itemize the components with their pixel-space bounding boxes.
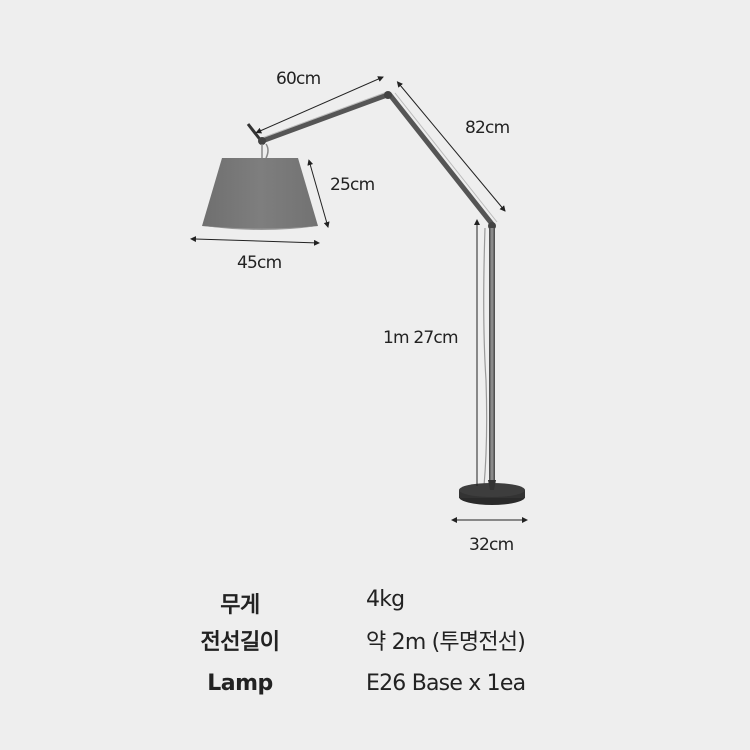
dim-label-upper-arm: 60cm xyxy=(276,69,321,89)
power-cable xyxy=(483,227,488,487)
elbow-joint xyxy=(384,91,392,99)
dim-label-pole-height: 1m 27cm xyxy=(383,328,459,348)
lower-arm xyxy=(387,92,495,227)
dim-label-shade-width: 45cm xyxy=(237,253,282,273)
shade-joint xyxy=(258,137,266,145)
lamp-dimension-diagram: 60cm 82cm 25cm 45cm 1m 27cm 32cm xyxy=(190,69,528,555)
spec-value: 약 2m (투명전선) xyxy=(366,630,526,655)
dim-label-shade-height: 25cm xyxy=(330,175,375,195)
spec-label: 무게 xyxy=(220,593,260,618)
lamp-shade xyxy=(202,158,318,229)
dim-line-lower-arm xyxy=(396,81,506,212)
dim-label-lower-arm: 82cm xyxy=(465,118,510,138)
spec-label: Lamp xyxy=(207,671,273,696)
spec-row-weight: 무게 4kg xyxy=(0,587,750,621)
lamp-illustration xyxy=(190,76,528,523)
dim-line-shade-width xyxy=(190,236,320,246)
spec-row-lamp: Lamp E26 Base x 1ea xyxy=(0,671,750,705)
spec-value: 4kg xyxy=(366,587,405,612)
spec-row-cable-length: 전선길이 약 2m (투명전선) xyxy=(0,624,750,658)
dim-line-shade-height xyxy=(307,159,330,228)
dim-line-upper-arm xyxy=(255,76,384,134)
lamp-pole xyxy=(489,228,495,486)
upper-arm xyxy=(259,92,390,144)
dim-label-base-width: 32cm xyxy=(469,535,514,555)
spec-label: 전선길이 xyxy=(200,630,280,655)
spec-value: E26 Base x 1ea xyxy=(366,671,526,696)
